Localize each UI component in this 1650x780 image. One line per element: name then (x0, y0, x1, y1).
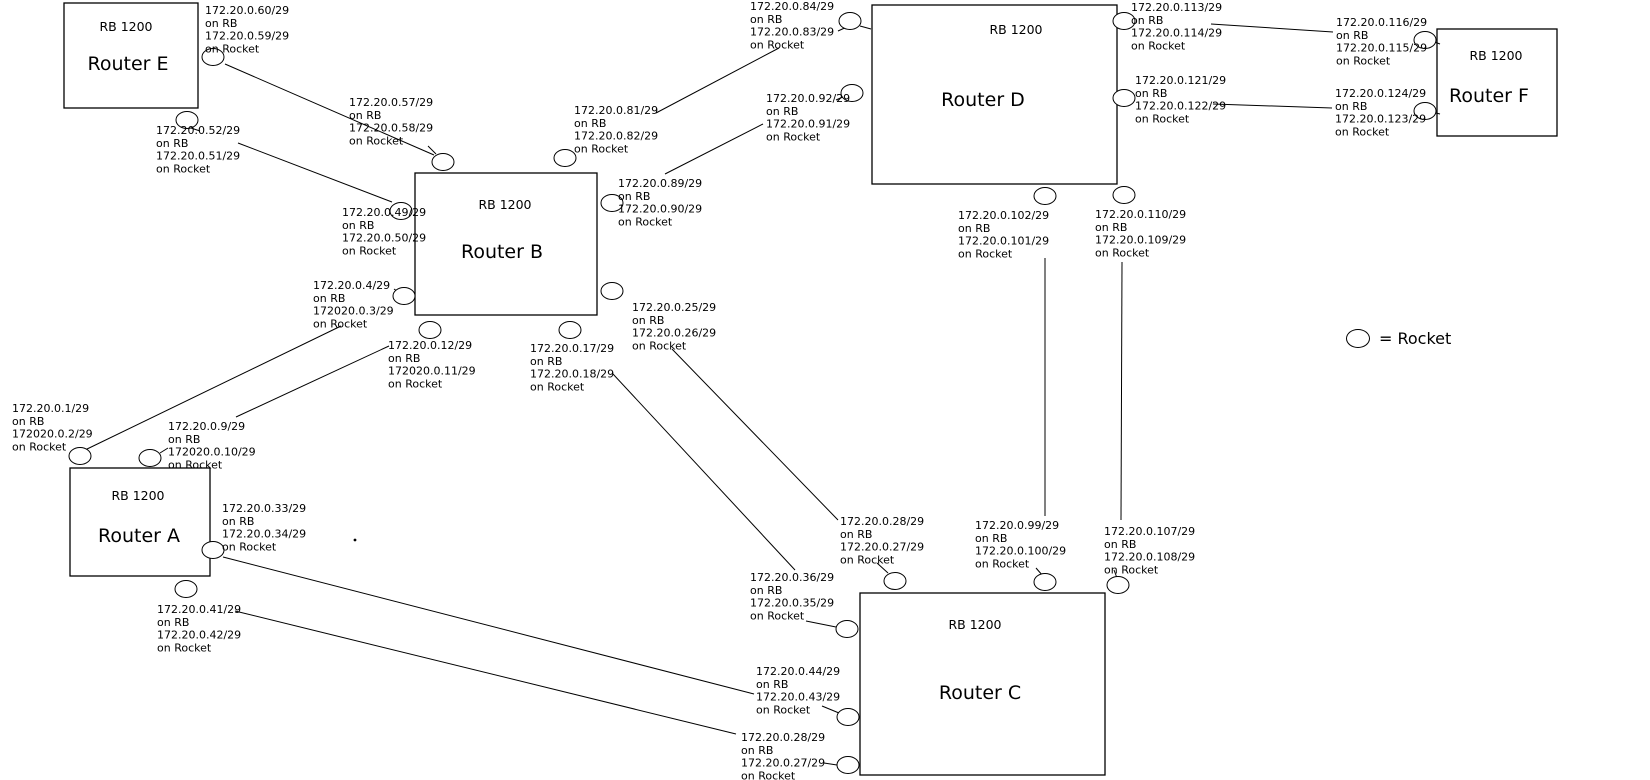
rocket-marker-icon (1413, 102, 1437, 120)
router-model-label: RB 1200 (1469, 48, 1522, 63)
rocket-marker-icon (201, 541, 225, 559)
link-line (222, 556, 755, 695)
link-line (1210, 23, 1334, 33)
link-line (1212, 103, 1333, 109)
rocket-marker-icon (838, 12, 862, 30)
rocket-marker-icon (553, 149, 577, 167)
rocket-marker-icon (1033, 573, 1057, 591)
rocket-marker-icon (600, 194, 624, 212)
router-box (871, 4, 1118, 185)
router-model-label: RB 1200 (989, 22, 1042, 37)
legend-label: = Rocket (1379, 329, 1452, 348)
router-name-label: Router B (461, 241, 543, 263)
link-line (427, 145, 437, 155)
link-line (612, 373, 796, 571)
rocket-marker-icon (175, 111, 199, 129)
router-name-label: Router D (941, 89, 1025, 111)
router-model-label: RB 1200 (948, 617, 1001, 632)
legend: = Rocket (1346, 329, 1451, 348)
link-line (224, 63, 435, 156)
stray-dot (353, 538, 357, 542)
link-line (664, 123, 764, 175)
router-name-label: Router F (1449, 85, 1529, 107)
rocket-marker-icon (883, 572, 907, 590)
link-line (84, 325, 342, 451)
router-name-label: Router E (87, 53, 168, 75)
link-line (235, 345, 390, 418)
link-line (237, 142, 393, 203)
router-box (414, 172, 598, 316)
rocket-marker-icon (392, 287, 416, 305)
link-line (234, 610, 737, 735)
rocket-marker-icon (1413, 31, 1437, 49)
link-line (805, 620, 837, 628)
rocket-marker-icon (1112, 89, 1136, 107)
rocket-marker-icon (389, 202, 413, 220)
router-box (63, 2, 199, 109)
router-name-label: Router A (98, 525, 180, 547)
rocket-marker-icon (138, 449, 162, 467)
link-line (876, 562, 889, 574)
router-name-label: Router C (939, 682, 1021, 704)
rocket-marker-icon (1106, 576, 1130, 594)
link-line (655, 47, 780, 114)
link-line (671, 348, 839, 521)
rocket-marker-icon (558, 321, 582, 339)
rocket-marker-icon (1112, 186, 1136, 204)
router-box (1436, 28, 1558, 137)
rocket-marker-icon (418, 321, 442, 339)
link-line (859, 25, 872, 30)
rocket-marker-icon (1112, 12, 1136, 30)
rocket-marker-icon (68, 447, 92, 465)
rocket-marker-icon (174, 580, 198, 598)
router-model-label: RB 1200 (111, 488, 164, 503)
router-model-label: RB 1200 (99, 19, 152, 34)
link-line (823, 762, 838, 766)
link-line (159, 447, 169, 454)
rocket-marker-icon (600, 282, 624, 300)
rocket-marker-icon (836, 708, 860, 726)
link-line (821, 705, 840, 714)
router-box (859, 592, 1106, 776)
rocket-marker-icon (201, 48, 225, 66)
rocket-marker-icon (835, 620, 859, 638)
router-model-label: RB 1200 (478, 197, 531, 212)
rocket-marker-icon (431, 153, 455, 171)
rocket-marker-icon (1033, 187, 1057, 205)
rocket-marker-icon (840, 84, 864, 102)
rocket-marker-icon (836, 756, 860, 774)
router-box (69, 467, 211, 577)
link-line (1120, 261, 1123, 521)
rocket-symbol-icon (1346, 329, 1370, 348)
